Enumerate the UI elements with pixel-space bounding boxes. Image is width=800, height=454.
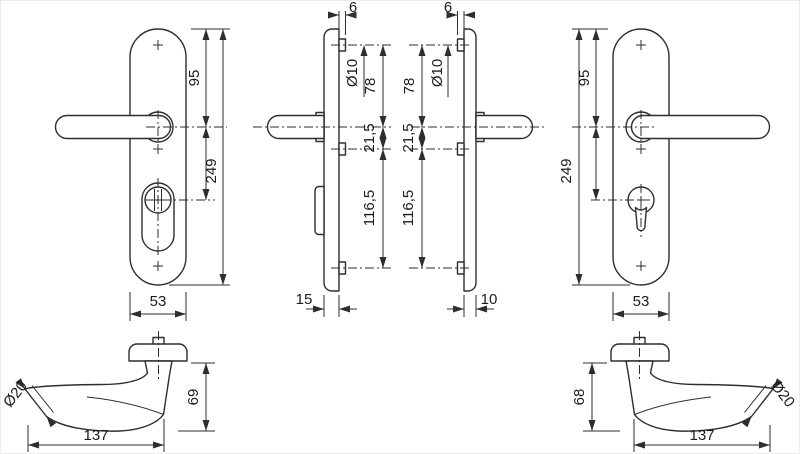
dim-label-screw-protrusion: 6 xyxy=(444,1,452,16)
dim-label-screw-protrusion: 6 xyxy=(349,1,357,16)
view-side-plate-right: 6 Ø10 78 21,5 116,5 10 xyxy=(400,1,547,317)
view-lever-profile-left: Ø20 69 137 xyxy=(1,331,215,452)
cylinder-protection-bump xyxy=(314,185,325,236)
dim-label-total-height: 249 xyxy=(203,158,220,183)
dim-label-height-to-handle: 95 xyxy=(576,70,593,87)
dim-label-top-screw-to-handle: 78 xyxy=(362,78,379,95)
lever-handle xyxy=(630,114,771,140)
dim-label-projection: 69 xyxy=(185,389,202,406)
view-lever-profile-right: Ø20 68 137 xyxy=(571,331,798,452)
dim-label-length: 137 xyxy=(83,427,108,444)
dim-label-plate-depth: 15 xyxy=(296,291,313,308)
view-front-plate-left: 95 249 53 xyxy=(54,28,230,321)
dim-label-width: 53 xyxy=(633,293,650,310)
grip-inner-bend-line xyxy=(634,396,712,415)
grip-end-section-line xyxy=(31,385,54,413)
dim-label-width: 53 xyxy=(150,293,167,310)
dim-label-total-height: 249 xyxy=(558,158,575,183)
dim-label-grip-diameter: Ø20 xyxy=(767,378,798,411)
dim-label-handle-to-middle-screw: 21,5 xyxy=(361,123,378,152)
view-side-plate-left: 6 Ø10 78 21,5 116,5 15 xyxy=(253,1,391,317)
dim-label-length: 137 xyxy=(689,427,714,444)
backplate-profile xyxy=(463,28,477,292)
grip-inner-bend-line xyxy=(86,396,164,415)
dim-label-middle-to-bottom-screw: 116,5 xyxy=(361,190,378,226)
view-front-plate-right: 95 249 53 xyxy=(558,28,771,321)
center-lines xyxy=(145,110,227,256)
center-lines xyxy=(409,44,547,269)
lever-grip-outline xyxy=(625,360,774,432)
dim-label-middle-to-bottom-screw: 116,5 xyxy=(400,190,417,226)
lever-handle xyxy=(54,114,172,140)
screw-position-crosses xyxy=(636,40,646,271)
backplate-profile xyxy=(323,28,340,292)
dim-label-grip-diameter: Ø20 xyxy=(1,378,31,411)
grip-end-section-line xyxy=(744,385,767,413)
screw-bosses xyxy=(456,38,465,275)
lever-grip-outline xyxy=(24,360,173,432)
center-lines xyxy=(253,44,391,269)
dim-label-plate-depth: 10 xyxy=(481,291,498,308)
dim-label-screw-diameter: Ø10 xyxy=(429,59,446,87)
center-lines xyxy=(572,110,654,237)
dim-label-screw-diameter: Ø10 xyxy=(344,59,361,87)
dim-label-height-to-handle: 95 xyxy=(186,70,203,87)
dimension-lines xyxy=(572,28,670,321)
dim-label-top-screw-to-handle: 78 xyxy=(401,78,418,95)
dimension-arrows xyxy=(418,11,487,313)
dimension-lines xyxy=(129,28,230,321)
screw-bosses xyxy=(338,38,347,275)
backplate-outline xyxy=(612,28,670,286)
dim-label-projection: 68 xyxy=(571,389,588,406)
dim-label-handle-to-middle-screw: 21,5 xyxy=(400,123,417,152)
